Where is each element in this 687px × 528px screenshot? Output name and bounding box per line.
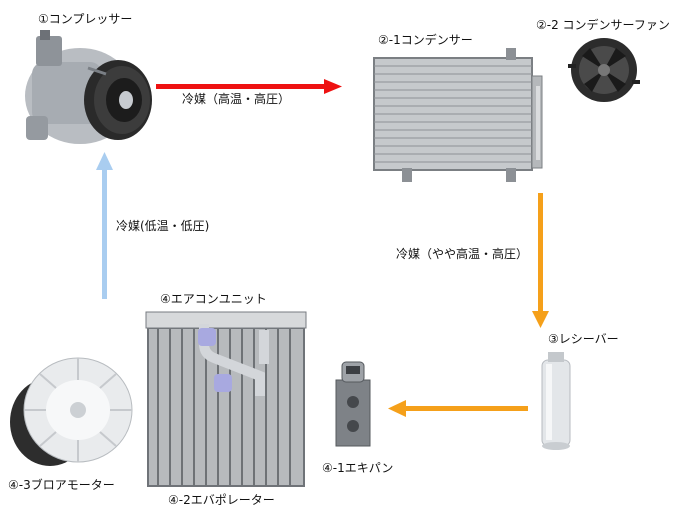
flow-label-high: 冷媒（高温・高圧） bbox=[182, 92, 291, 106]
evaporator-label: ④-2エバポレーター bbox=[168, 493, 275, 507]
arrow-blower-to-compressor bbox=[96, 152, 113, 299]
flow-label-mid: 冷媒（やや高温・高圧） bbox=[396, 247, 529, 261]
condenser-image bbox=[373, 48, 543, 182]
flow-label-low: 冷媒(低温・低圧) bbox=[116, 219, 210, 233]
compressor-image bbox=[25, 30, 152, 144]
condenser-fan-image bbox=[568, 38, 640, 102]
blower-motor-image bbox=[10, 357, 133, 466]
arrow-compressor-to-condenser bbox=[156, 79, 342, 94]
evaporator-image bbox=[145, 311, 307, 487]
expansion-valve-label: ④-1エキパン bbox=[322, 461, 394, 475]
expansion-valve-image bbox=[335, 361, 371, 447]
aircon-unit-label: ④エアコンユニット bbox=[160, 292, 267, 306]
blower-motor-label: ④-3ブロアモーター bbox=[8, 478, 115, 492]
receiver-label: ③レシーバー bbox=[548, 332, 619, 346]
condenser-fan-label: ②-2 コンデンサーファン bbox=[536, 18, 670, 32]
arrow-receiver-to-expansion-valve bbox=[388, 400, 528, 417]
condenser-label: ②-1コンデンサー bbox=[378, 33, 473, 47]
compressor-label: ①コンプレッサー bbox=[38, 12, 133, 26]
receiver-image bbox=[541, 352, 571, 450]
arrow-condenser-to-receiver bbox=[532, 193, 549, 328]
